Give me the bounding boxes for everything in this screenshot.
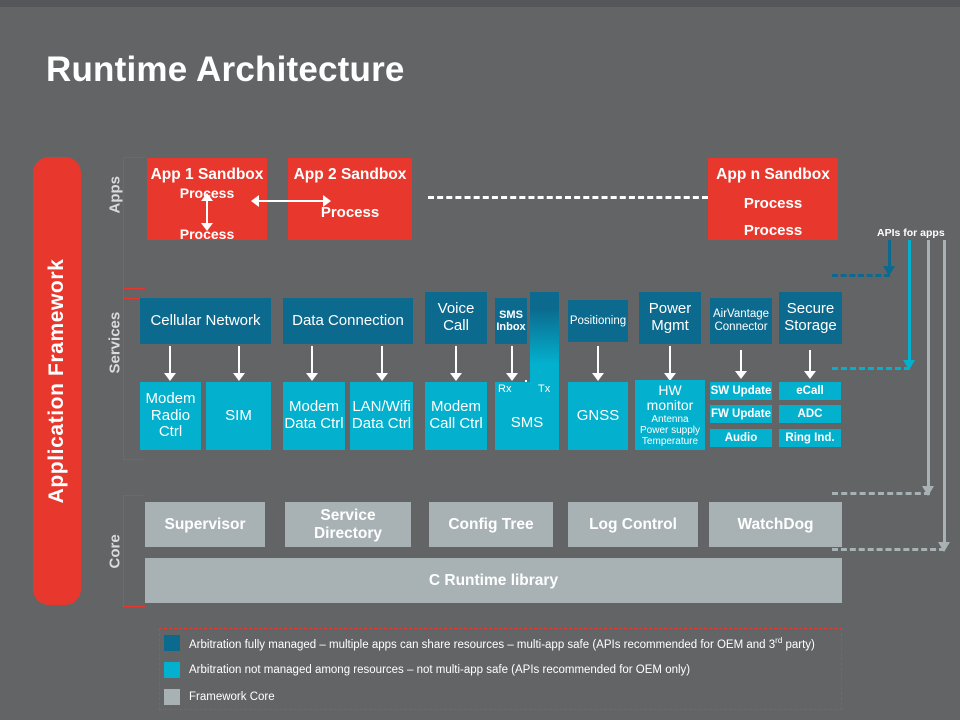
service-ecall[interactable]: eCall [779, 382, 841, 400]
app-sandbox-1-title: App 1 Sandbox [150, 166, 264, 183]
sms-rx-label: Rx [498, 383, 512, 395]
legend-row-not-managed: Arbitration not managed among resources … [164, 662, 690, 678]
legend-row-framework-core: Framework Core [164, 689, 275, 705]
application-framework-label: Application Framework [45, 258, 68, 504]
arrow-cellular-to-modem-radio [163, 346, 177, 382]
core-c-runtime-library[interactable]: C Runtime library [145, 558, 842, 603]
app-sandbox-2-title: App 2 Sandbox [293, 166, 407, 183]
legend-text-framework-core: Framework Core [189, 691, 275, 703]
bracket-services [123, 288, 145, 460]
api-dash-connector-2 [832, 367, 910, 370]
service-hw-monitor[interactable]: HW monitor Antenna Power supply Temperat… [635, 380, 705, 450]
app-sandbox-n-title: App n Sandbox [716, 166, 830, 183]
legend-swatch-cyan [164, 662, 180, 678]
top-bar [0, 0, 960, 7]
service-power-mgmt[interactable]: Power Mgmt [639, 292, 701, 344]
service-audio[interactable]: Audio [710, 429, 772, 447]
service-secure-storage[interactable]: Secure Storage [779, 292, 842, 344]
service-adc[interactable]: ADC [779, 405, 841, 423]
service-positioning[interactable]: Positioning [568, 300, 628, 342]
app1-process-link-arrow [200, 193, 214, 231]
app-sandbox-1-process-2: Process [179, 226, 235, 243]
api-dash-connector-1 [832, 274, 890, 277]
service-ring-ind[interactable]: Ring Ind. [779, 429, 841, 447]
app-sandbox-2[interactable]: App 2 Sandbox Process [288, 158, 412, 240]
legend-text-fully-managed: Arbitration fully managed – multiple app… [189, 635, 815, 651]
core-config-tree[interactable]: Config Tree [429, 502, 553, 547]
arrow-securestorage-to-ecall [803, 350, 817, 380]
service-voice-call[interactable]: Voice Call [425, 292, 487, 344]
core-service-directory[interactable]: Service Directory [285, 502, 411, 547]
arrow-cellular-to-sim [232, 346, 246, 382]
service-sms-inbox[interactable]: SMS Inbox [495, 298, 527, 344]
core-watchdog[interactable]: WatchDog [709, 502, 842, 547]
arrow-airvantage-to-updates [734, 350, 748, 380]
bracket-apps [123, 157, 145, 299]
service-fw-update[interactable]: FW Update [710, 405, 772, 423]
hw-monitor-item-power-supply: Power supply [639, 425, 701, 437]
application-framework-bar: Application Framework [33, 157, 81, 605]
app1-app2-link-arrow [251, 194, 331, 208]
arrow-voice-to-modem-call [449, 346, 463, 382]
legend-row-fully-managed: Arbitration fully managed – multiple app… [164, 635, 815, 651]
legend-text-not-managed: Arbitration not managed among resources … [189, 664, 691, 676]
service-airvantage-connector[interactable]: AirVantage Connector [710, 298, 772, 344]
legend-panel: Arbitration fully managed – multiple app… [159, 628, 842, 710]
service-gnss[interactable]: GNSS [568, 382, 628, 450]
legend-swatch-gray [164, 689, 180, 705]
sms-tx-label: Tx [538, 383, 551, 395]
service-modem-radio-ctrl[interactable]: Modem Radio Ctrl [140, 382, 201, 450]
arrow-data-to-modem-data [305, 346, 319, 382]
api-arrow-cyan [903, 240, 915, 372]
api-arrow-gray [922, 240, 934, 498]
arrow-data-to-lanwifi [375, 346, 389, 382]
service-sim[interactable]: SIM [206, 382, 271, 450]
api-dash-connector-4 [832, 548, 945, 551]
service-modem-call-ctrl[interactable]: Modem Call Ctrl [425, 382, 487, 450]
legend-swatch-dark-blue [164, 635, 180, 651]
sms-tx-gradient-bar [530, 292, 559, 384]
service-modem-data-ctrl[interactable]: Modem Data Ctrl [283, 382, 345, 450]
hw-monitor-item-antenna: Antenna [651, 413, 689, 425]
api-arrow-light-gray [938, 240, 950, 554]
app-sandbox-n-process-1: Process [743, 195, 803, 213]
app-sandbox-2-process-1: Process [320, 204, 380, 222]
api-dash-connector-3 [832, 492, 930, 495]
api-arrow-dark-blue [883, 240, 895, 278]
core-log-control[interactable]: Log Control [568, 502, 698, 547]
app-sandbox-n[interactable]: App n Sandbox Process Process [708, 158, 838, 240]
hw-monitor-title-line1: HW monitor [646, 381, 694, 414]
app-sandbox-n-process-2: Process [743, 222, 803, 240]
arrow-power-to-hwmonitor [663, 346, 677, 382]
page-title: Runtime Architecture [46, 50, 405, 89]
hw-monitor-item-temperature: Temperature [641, 436, 699, 448]
bracket-core [123, 495, 145, 607]
service-sms[interactable]: SMS [495, 382, 559, 450]
service-data-connection[interactable]: Data Connection [283, 298, 413, 344]
core-supervisor[interactable]: Supervisor [145, 502, 265, 547]
apps-continuation-dashed-line [428, 196, 708, 199]
arrow-positioning-to-gnss [591, 346, 605, 382]
arrow-smsinbox-to-sms [505, 346, 519, 382]
service-cellular-network[interactable]: Cellular Network [140, 298, 271, 344]
service-sw-update[interactable]: SW Update [710, 382, 772, 400]
apis-for-apps-label: APIs for apps [877, 227, 945, 239]
service-lan-wifi-data-ctrl[interactable]: LAN/Wifi Data Ctrl [350, 382, 413, 450]
